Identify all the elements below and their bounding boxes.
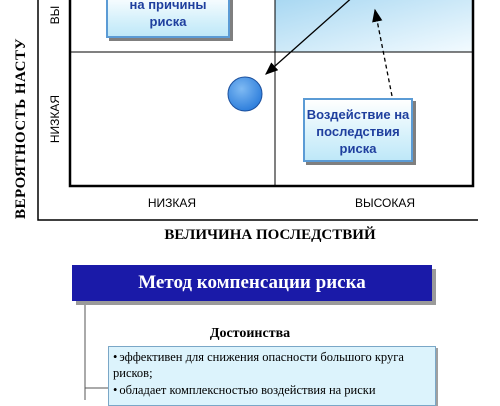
list-item: •обладает комплексностью воздействия на … (113, 382, 431, 398)
outer-axis-frame (37, 0, 478, 221)
x-high-label: ВЫСОКАЯ (354, 196, 416, 210)
consequences-box-line: риска (339, 141, 377, 156)
bullet-icon: • (113, 350, 118, 364)
x-low-label: НИЗКАЯ (147, 196, 197, 210)
method-title-banner: Метод компенсации риска (72, 265, 432, 301)
x-axis-title: ВЕЛИЧИНА ПОСЛЕДСТВИЙ (164, 227, 376, 243)
consequences-impact-box: Воздействие на последствия риска (303, 98, 413, 162)
risk-position-circle (227, 76, 263, 112)
advantages-list: •эффективен для снижения опасности больш… (108, 346, 436, 406)
y-high-label: ВЫ (48, 5, 62, 25)
causes-box-line: на причины (129, 0, 207, 12)
consequences-box-line: Воздействие на (306, 107, 410, 122)
causes-impact-box: на причины риска (106, 0, 230, 38)
bullet-icon: • (113, 383, 118, 397)
matrix-frame (68, 0, 475, 188)
list-item: •эффективен для снижения опасности больш… (113, 349, 431, 381)
solid-arrow (265, 0, 351, 75)
consequences-box-line: последствия (316, 124, 400, 139)
advantage-text: обладает комплексностью воздействия на р… (119, 383, 376, 397)
causes-box-line: риска (149, 14, 187, 29)
advantage-text: эффективен для снижения опасности большо… (113, 350, 404, 380)
y-low-label: НИЗКАЯ (48, 94, 62, 144)
dashed-arrow (372, 8, 393, 97)
y-axis-title: ВЕРОЯТНОСТЬ НАСТУ (13, 38, 29, 219)
high-high-quadrant (275, 0, 473, 52)
advantages-heading: Достоинства (209, 326, 291, 341)
